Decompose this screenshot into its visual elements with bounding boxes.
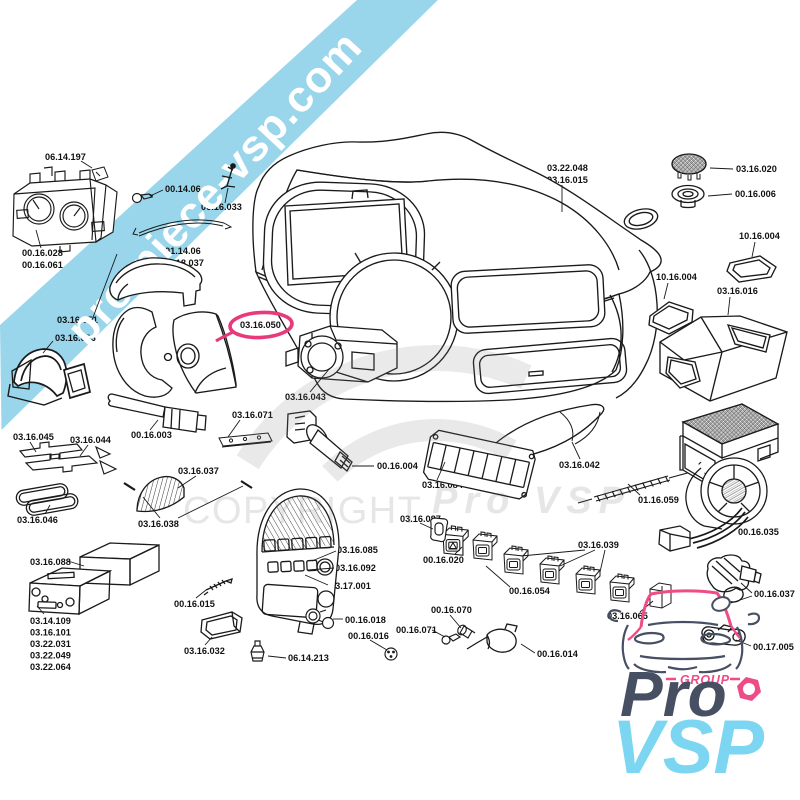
svg-text:03.16.020: 03.16.020 (736, 164, 777, 174)
svg-text:00.16.016: 00.16.016 (348, 631, 389, 641)
svg-text:03.16.032: 03.16.032 (184, 646, 225, 656)
svg-text:00.16.054: 00.16.054 (509, 586, 551, 596)
svg-text:03.22.031: 03.22.031 (30, 639, 71, 649)
svg-text:00.16.037: 00.16.037 (754, 589, 795, 599)
svg-text:00.16.014: 00.16.014 (537, 649, 579, 659)
svg-text:06.16.033: 06.16.033 (201, 202, 242, 212)
svg-text:00.16.035: 00.16.035 (738, 527, 779, 537)
svg-text:03.16.050: 03.16.050 (240, 320, 281, 330)
svg-text:VSP: VSP (612, 705, 764, 790)
svg-text:10.16.004: 10.16.004 (656, 272, 698, 282)
svg-text:03.16.037: 03.16.037 (178, 466, 219, 476)
svg-text:03.16.039: 03.16.039 (578, 540, 619, 550)
svg-text:00.17.005: 00.17.005 (753, 642, 794, 652)
svg-text:03.16.101: 03.16.101 (30, 628, 71, 638)
svg-text:03.16.046: 03.16.046 (17, 515, 58, 525)
svg-text:00.16.003: 00.16.003 (131, 430, 172, 440)
svg-text:03.16.043: 03.16.043 (285, 392, 326, 402)
svg-text:03.22.048: 03.22.048 (547, 163, 588, 173)
svg-text:03.14.109: 03.14.109 (30, 616, 71, 626)
svg-text:01.14.06: 01.14.06 (165, 246, 201, 256)
svg-text:00.16.006: 00.16.006 (735, 189, 776, 199)
svg-text:03.16.071: 03.16.071 (232, 410, 273, 420)
svg-text:03.16.092: 03.16.092 (335, 563, 376, 573)
svg-text:03.16.088: 03.16.088 (30, 557, 71, 567)
svg-text:GROUP: GROUP (680, 673, 730, 687)
svg-text:00.16.004: 00.16.004 (377, 461, 419, 471)
svg-text:03.16.051: 03.16.051 (57, 315, 98, 325)
svg-text:03.16.087: 03.16.087 (400, 514, 441, 524)
svg-text:00.16.028: 00.16.028 (22, 248, 63, 258)
svg-text:03.16.016: 03.16.016 (717, 286, 758, 296)
svg-text:COPYRIGHT: COPYRIGHT (183, 490, 422, 532)
svg-text:00.16.018: 00.16.018 (345, 615, 386, 625)
svg-text:03.16.065: 03.16.065 (607, 611, 648, 621)
svg-text:03.22.064: 03.22.064 (30, 662, 72, 672)
svg-text:00.14.06: 00.14.06 (165, 184, 201, 194)
svg-text:06.14.197: 06.14.197 (45, 152, 86, 162)
svg-text:00.16.020: 00.16.020 (423, 555, 464, 565)
svg-text:00.16.070: 00.16.070 (431, 605, 472, 615)
svg-text:01.16.059: 01.16.059 (638, 495, 679, 505)
svg-text:03.16.084: 03.16.084 (422, 480, 464, 490)
svg-text:03.22.049: 03.22.049 (30, 651, 71, 661)
svg-text:03.16.015: 03.16.015 (547, 175, 588, 185)
svg-text:00.16.061: 00.16.061 (22, 260, 63, 270)
svg-text:03.16.045: 03.16.045 (13, 432, 54, 442)
svg-text:10.16.004: 10.16.004 (739, 231, 781, 241)
svg-text:03.16.044: 03.16.044 (70, 435, 112, 445)
svg-text:Pro VSP: Pro VSP (432, 480, 631, 522)
svg-text:00.16.071: 00.16.071 (396, 625, 437, 635)
svg-text:Pro: Pro (620, 658, 727, 730)
svg-text:00.16.015: 00.16.015 (174, 599, 215, 609)
svg-text:03.16.033: 03.16.033 (55, 333, 96, 343)
svg-text:03.16.038: 03.16.038 (138, 519, 179, 529)
svg-text:06.14.213: 06.14.213 (288, 653, 329, 663)
svg-text:03.16.085: 03.16.085 (337, 545, 378, 555)
svg-text:03.16.042: 03.16.042 (559, 460, 600, 470)
svg-text:03.17.001: 03.17.001 (330, 581, 371, 591)
